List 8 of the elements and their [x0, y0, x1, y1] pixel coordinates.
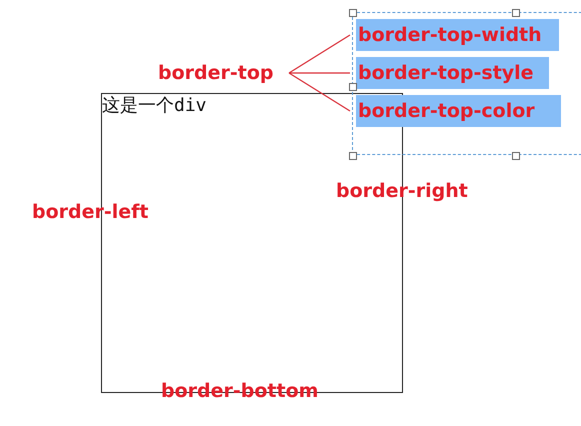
leader-line	[288, 34, 350, 74]
highlighted-text: border-top-color	[356, 95, 561, 127]
leader-line	[289, 72, 350, 74]
callout-text: border-top	[158, 60, 288, 86]
highlighted-text: border-top-style	[356, 57, 549, 89]
box-text: 这是一个div	[102, 95, 207, 117]
leader-line	[288, 72, 350, 112]
highlighted-text: border-top-width	[356, 19, 559, 51]
